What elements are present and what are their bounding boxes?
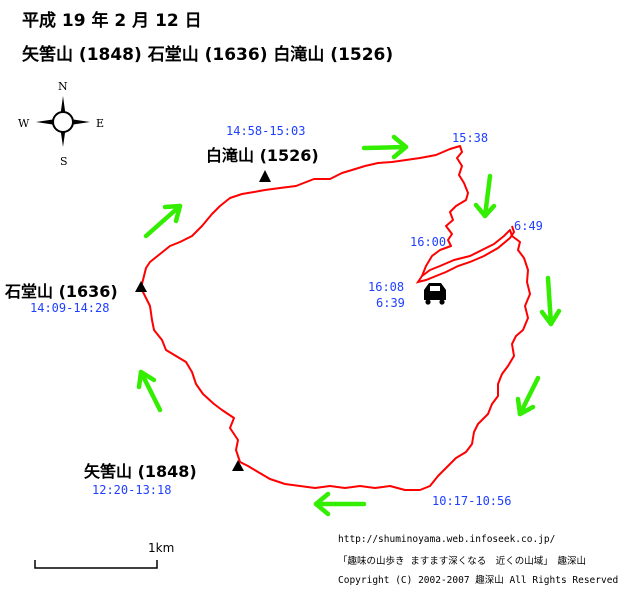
compass-w-label: W	[18, 117, 30, 130]
compass-e-label: E	[96, 117, 104, 130]
compass-rose-icon: N S E W	[18, 80, 104, 168]
time-label-ishido: 14:09-14:28	[30, 301, 110, 315]
triangle-summit-icon	[259, 170, 271, 182]
peak-label-shirataki: 白滝山 (1526)	[206, 146, 319, 165]
time-label-1017: 10:17-10:56	[432, 494, 512, 508]
arrow-icon	[515, 375, 541, 417]
peak-label-ishido: 石堂山 (1636)	[5, 282, 118, 301]
scale-bar	[34, 560, 158, 569]
compass-s-label: S	[60, 155, 68, 168]
map-date: 平成 19 年 2 月 12 日	[22, 11, 202, 31]
car-icon	[424, 283, 446, 305]
time-label-649: 6:49	[514, 219, 543, 233]
credit-url: http://shuminoyama.web.infoseek.co.jp/	[338, 534, 556, 545]
arrow-icon	[361, 134, 409, 160]
route-spur-to-car	[415, 225, 516, 284]
route-track	[140, 145, 531, 491]
credit-book: 「趣味の山歩き ますます深くなる 近くの山域」 趣深山	[338, 556, 586, 567]
time-label-1600: 16:00	[410, 235, 447, 249]
time-label-1538: 15:38	[452, 131, 489, 145]
time-label-yahazu: 12:20-13:18	[92, 483, 172, 497]
peak-label-yahazu: 矢筈山 (1848)	[84, 462, 197, 481]
arrow-icon	[313, 491, 367, 517]
map-title-peaks: 矢筈山 (1848) 石堂山 (1636) 白滝山 (1526)	[22, 45, 394, 65]
time-label-shirataki: 14:58-15:03	[226, 124, 306, 138]
arrow-icon	[473, 173, 497, 219]
compass-n-label: N	[58, 80, 68, 93]
triangle-summit-icon	[232, 460, 244, 471]
arrow-icon	[143, 203, 183, 239]
triangle-summit-icon	[135, 281, 147, 292]
arrow-icon	[539, 275, 562, 327]
arrow-icon	[136, 369, 163, 413]
time-label-1608: 16:08	[368, 280, 405, 294]
credit-copyright: Copyright (C) 2002-2007 趣深山 All Rights R…	[338, 575, 619, 586]
scale-label: 1km	[148, 541, 175, 555]
time-label-639: 6:39	[376, 296, 405, 310]
